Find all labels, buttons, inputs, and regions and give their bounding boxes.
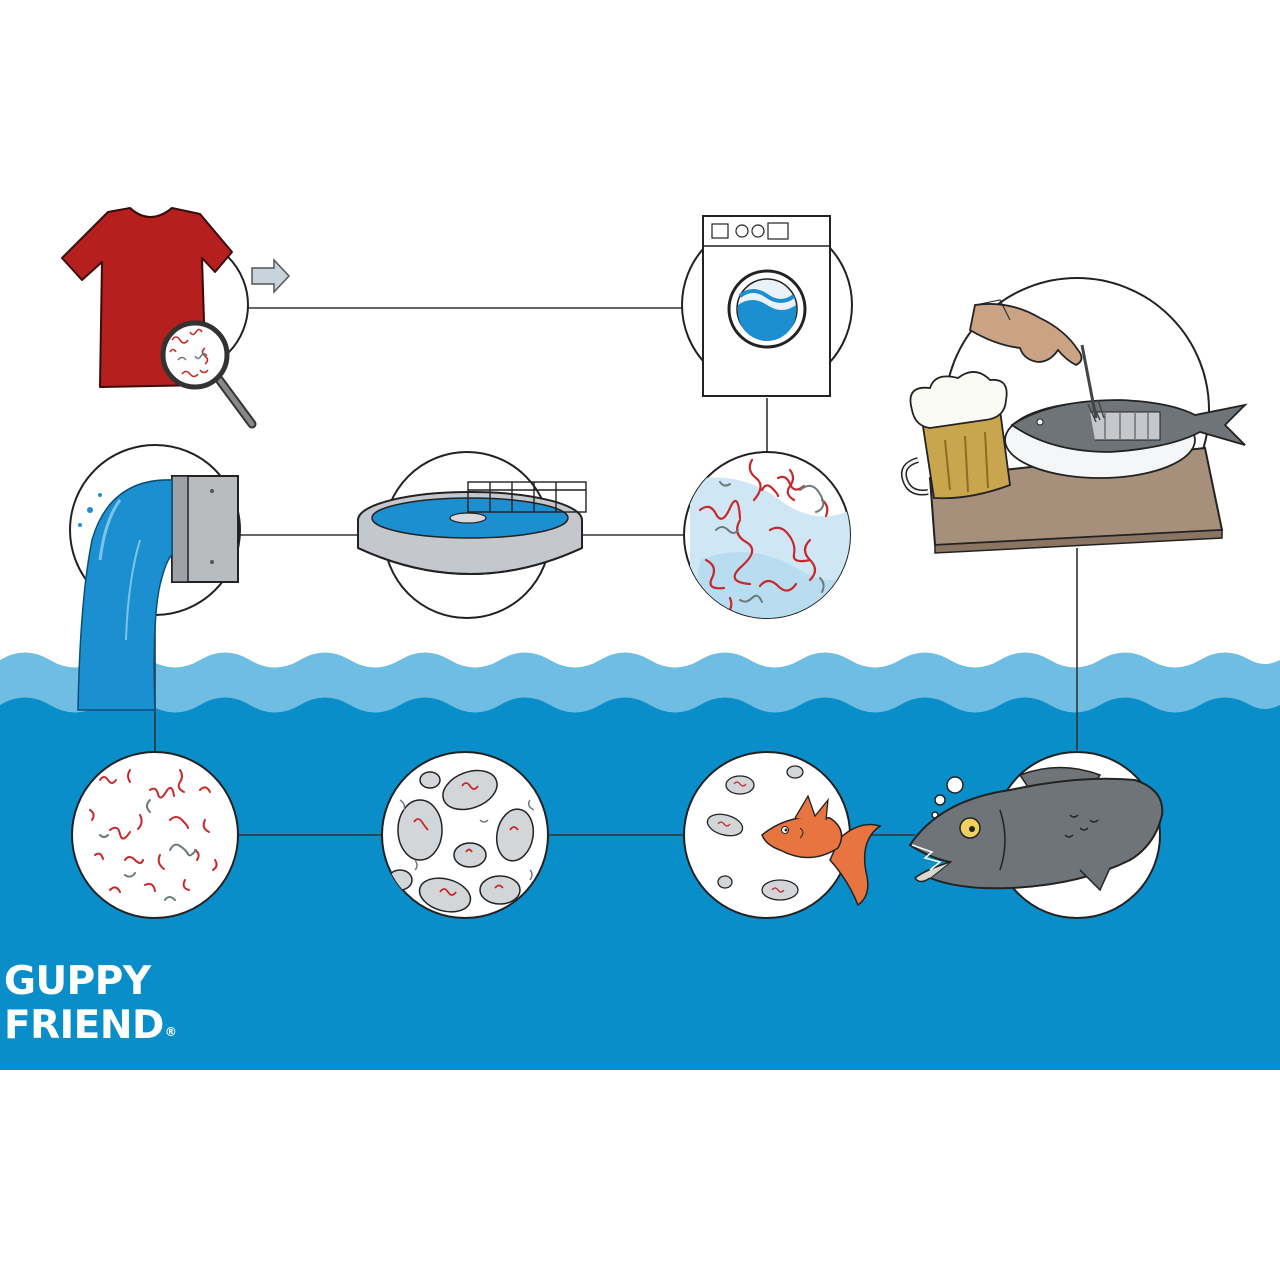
washing-machine-icon	[682, 216, 852, 396]
plankton-icon	[382, 752, 548, 918]
fish-dinner-icon	[904, 278, 1245, 553]
fibers-in-sea-icon	[72, 752, 238, 918]
treatment-plant-icon	[358, 452, 586, 618]
brand-logo: GUPPY FRIEND®	[4, 960, 176, 1048]
brand-line-1: GUPPY	[4, 960, 176, 1004]
arrow-right-icon	[252, 260, 289, 292]
tshirt-magnifier-icon	[62, 208, 289, 424]
beer-mug	[904, 372, 1010, 498]
brand-line-2: FRIEND®	[4, 1004, 176, 1048]
brand-line-2-text: FRIEND	[4, 1003, 164, 1048]
registered-mark: ®	[165, 1025, 177, 1039]
fibers-in-water-icon	[684, 452, 860, 630]
